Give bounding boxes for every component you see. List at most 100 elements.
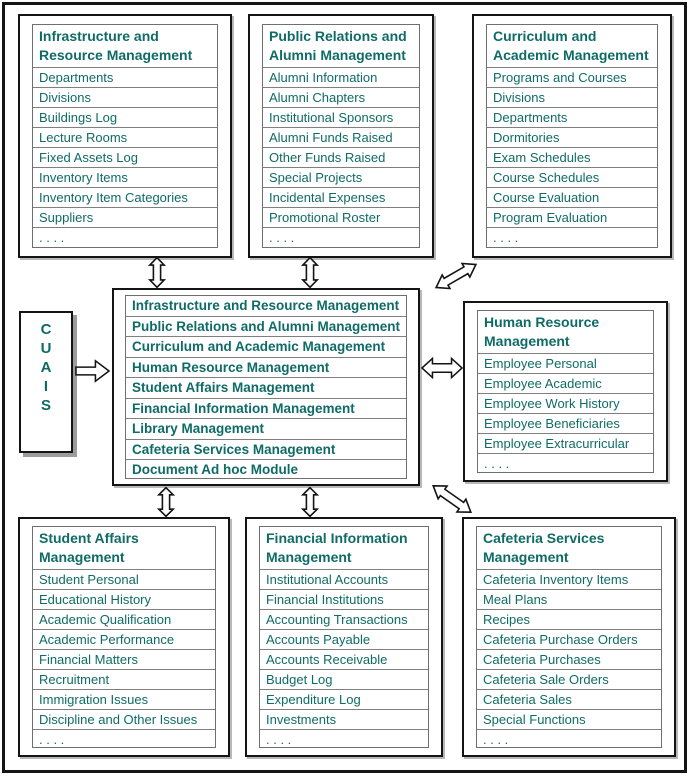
cuais-letter: U <box>40 340 52 357</box>
list-item: Alumni Funds Raised <box>263 127 419 147</box>
module-table: Human Resource Management Employee Perso… <box>477 310 654 473</box>
double-arrow-vertical-icon <box>154 487 178 517</box>
list-item: Cafeteria Purchases <box>477 649 661 669</box>
module-title: Curriculum and Academic Management <box>487 25 657 67</box>
module-title-line: Resource Management <box>39 47 193 63</box>
module-title-line: Academic Management <box>493 47 649 63</box>
list-item: Alumni Information <box>263 67 419 87</box>
module-title: Human Resource Management <box>478 311 653 353</box>
module-title: Cafeteria Services Management <box>477 527 661 569</box>
list-item: Buildings Log <box>33 107 217 127</box>
list-item: Departments <box>33 67 217 87</box>
list-item: Academic Qualification <box>33 609 215 629</box>
module-title-line: Financial Information <box>266 530 408 546</box>
double-arrow-diagonal-icon <box>429 253 484 300</box>
module-title: Public Relations and Alumni Management <box>263 25 419 67</box>
double-arrow-horizontal-icon <box>420 356 464 380</box>
list-item: Financial Institutions <box>260 589 428 609</box>
cuais-letter: S <box>40 397 51 414</box>
list-item: Employee Personal <box>478 353 653 373</box>
list-item: Lecture Rooms <box>33 127 217 147</box>
list-item: Employee Academic <box>478 373 653 393</box>
list-item: Divisions <box>33 87 217 107</box>
more-items-ellipsis: . . . . <box>487 227 657 247</box>
list-item: Student Personal <box>33 569 215 589</box>
list-item: Divisions <box>487 87 657 107</box>
module-title: Student Affairs Management <box>33 527 215 569</box>
module-title-line: Public Relations and <box>269 28 407 44</box>
arrow-right-icon <box>75 359 111 383</box>
list-item: Curriculum and Academic Management <box>126 336 406 357</box>
list-item: Dormitories <box>487 127 657 147</box>
module-title-line: Student Affairs <box>39 530 139 546</box>
module-table: Financial Information Management Institu… <box>259 526 429 748</box>
list-item: Cafeteria Purchase Orders <box>477 629 661 649</box>
module-title-line: Human Resource <box>484 314 600 330</box>
list-item: Recipes <box>477 609 661 629</box>
list-item: Course Evaluation <box>487 187 657 207</box>
list-item: Special Projects <box>263 167 419 187</box>
list-item: Expenditure Log <box>260 689 428 709</box>
double-arrow-vertical-icon <box>145 257 169 288</box>
module-title-line: Management <box>483 549 569 565</box>
module-title-line: Management <box>266 549 352 565</box>
module-curriculum-academic-management: Curriculum and Academic Management Progr… <box>472 14 672 258</box>
list-item: Recruitment <box>33 669 215 689</box>
list-item: Cafeteria Services Management <box>126 438 406 460</box>
more-items-ellipsis: . . . . <box>478 453 653 472</box>
module-public-relations-alumni-management: Public Relations and Alumni Management A… <box>248 14 434 258</box>
list-item: Discipline and Other Issues <box>33 709 215 729</box>
more-items-ellipsis: . . . . <box>477 729 661 747</box>
cuais-system-label: C U A I S <box>19 311 73 453</box>
module-title-line: Curriculum and <box>493 28 597 44</box>
list-item: Document Ad hoc Module <box>126 459 406 478</box>
list-item: Infrastructure and Resource Management <box>132 298 400 313</box>
module-title-line: Management <box>484 333 570 349</box>
list-item: Course Schedules <box>487 167 657 187</box>
module-table: Curriculum and Academic Management Progr… <box>486 24 658 248</box>
module-human-resource-management: Human Resource Management Employee Perso… <box>463 301 668 482</box>
list-item: Meal Plans <box>477 589 661 609</box>
module-title: Financial Information Management <box>260 527 428 569</box>
more-items-ellipsis: . . . . <box>33 227 217 247</box>
more-items-ellipsis: . . . . <box>33 729 215 747</box>
list-item: Accounting Transactions <box>260 609 428 629</box>
list-item: Inventory Items <box>33 167 217 187</box>
list-item: Academic Performance <box>33 629 215 649</box>
cuais-letter: A <box>40 359 52 376</box>
double-arrow-diagonal-icon <box>425 475 479 524</box>
list-item: Suppliers <box>33 207 217 227</box>
module-cafeteria-services-management: Cafeteria Services Management Cafeteria … <box>462 517 676 757</box>
list-item: Accounts Payable <box>260 629 428 649</box>
list-item: Library Management <box>126 418 406 439</box>
module-title-line: Management <box>39 549 125 565</box>
cuais-letter: C <box>40 321 52 338</box>
module-table: Public Relations and Alumni Management A… <box>262 24 420 248</box>
module-infrastructure-resource-management: Infrastructure and Resource Management D… <box>18 14 232 258</box>
list-item: Cafeteria Sales <box>477 689 661 709</box>
module-title: Infrastructure and Resource Management <box>33 25 217 67</box>
list-item: Financial Matters <box>33 649 215 669</box>
list-item: Fixed Assets Log <box>33 147 217 167</box>
list-item: Employee Work History <box>478 393 653 413</box>
list-item: Budget Log <box>260 669 428 689</box>
list-item: Immigration Issues <box>33 689 215 709</box>
module-table: Cafeteria Services Management Cafeteria … <box>476 526 662 748</box>
list-item: Exam Schedules <box>487 147 657 167</box>
list-item: Promotional Roster <box>263 207 419 227</box>
list-item: Departments <box>487 107 657 127</box>
list-item: Employee Beneficiaries <box>478 413 653 433</box>
list-item: Public Relations and Alumni Management <box>126 315 406 337</box>
double-arrow-vertical-icon <box>298 487 322 517</box>
list-item: Other Funds Raised <box>263 147 419 167</box>
list-item: Institutional Sponsors <box>263 107 419 127</box>
module-title-line: Alumni Management <box>269 47 406 63</box>
list-item: Investments <box>260 709 428 729</box>
module-student-affairs-management: Student Affairs Management Student Perso… <box>18 517 230 757</box>
list-item: Program Evaluation <box>487 207 657 227</box>
list-item: Alumni Chapters <box>263 87 419 107</box>
list-item: Incidental Expenses <box>263 187 419 207</box>
more-items-ellipsis: . . . . <box>263 227 419 247</box>
